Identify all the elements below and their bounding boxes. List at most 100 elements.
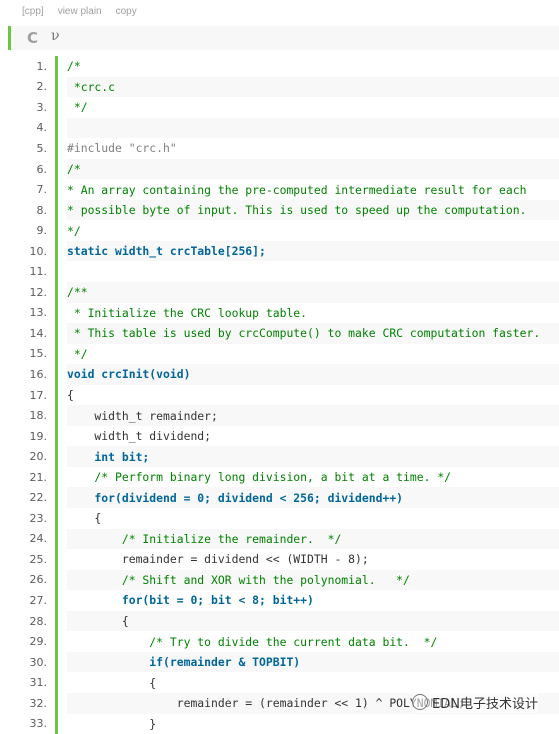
gutter-bar — [55, 56, 58, 77]
code-line: 5. #include "crc.h" — [0, 138, 559, 159]
code-line: 26. /* Shift and XOR with the polynomial… — [0, 570, 559, 591]
code-text: * This table is used by crcCompute() to … — [67, 323, 559, 344]
code-line: 6./* — [0, 159, 559, 180]
line-number: 11. — [0, 265, 47, 278]
code-line: 10. static width_t crcTable[256]; — [0, 241, 559, 262]
gutter-bar — [55, 570, 58, 591]
gutter-bar — [55, 426, 58, 447]
code-line: 19. width_t dividend; — [0, 426, 559, 447]
code-line: 33. } — [0, 714, 559, 734]
gutter-bar — [55, 323, 58, 344]
line-number: 8. — [0, 204, 47, 217]
line-number: 28. — [0, 615, 47, 628]
view-plain-link[interactable]: view plain — [58, 6, 102, 17]
code-line: 11. — [0, 261, 559, 282]
gutter-bar — [55, 118, 58, 139]
code-line: 12. /** — [0, 282, 559, 303]
code-text: { — [67, 508, 559, 529]
code-line: 20. int bit; — [0, 446, 559, 467]
gutter-bar — [55, 159, 58, 180]
fork-icon[interactable]: ν — [51, 28, 60, 44]
gutter-bar — [55, 261, 58, 282]
gutter-bar — [55, 97, 58, 118]
code-text: /* Initialize the remainder. */ — [67, 529, 559, 550]
code-text: width_t remainder; — [67, 405, 559, 426]
code-text: { — [67, 385, 559, 406]
code-text — [67, 118, 559, 139]
gutter-bar — [55, 179, 58, 200]
code-text: width_t dividend; — [67, 426, 559, 447]
watermark-logo-icon — [412, 694, 428, 710]
gutter-bar — [55, 241, 58, 262]
code-text: } — [67, 714, 559, 734]
code-text: /** — [67, 282, 559, 303]
line-number: 20. — [0, 450, 47, 463]
code-text: { — [67, 672, 559, 693]
line-number: 22. — [0, 491, 47, 504]
line-number: 12. — [0, 286, 47, 299]
code-line: 13. * Initialize the CRC lookup table. — [0, 303, 559, 324]
code-text: * An array containing the pre-computed i… — [67, 179, 559, 200]
gutter-bar — [55, 508, 58, 529]
code-line: 22. for(dividend = 0; dividend < 256; di… — [0, 487, 559, 508]
line-number: 15. — [0, 347, 47, 360]
language-tag: [cpp] — [22, 6, 44, 17]
gutter-bar — [55, 487, 58, 508]
line-number: 14. — [0, 327, 47, 340]
code-line: 30. if(remainder & TOPBIT) — [0, 652, 559, 673]
code-line: 2. *crc.c — [0, 77, 559, 98]
code-line: 4. — [0, 118, 559, 139]
line-number: 27. — [0, 594, 47, 607]
code-text: { — [67, 611, 559, 632]
code-text: */ — [67, 97, 559, 118]
code-line: 31. { — [0, 672, 559, 693]
line-number: 21. — [0, 471, 47, 484]
code-text — [67, 261, 559, 282]
line-number: 4. — [0, 121, 47, 134]
line-number: 10. — [0, 245, 47, 258]
watermark-text: EDN电子技术设计 — [432, 693, 538, 712]
gutter-bar — [55, 467, 58, 488]
gutter-bar — [55, 611, 58, 632]
gutter-bar — [55, 693, 58, 714]
gutter-bar — [55, 446, 58, 467]
code-text: if(remainder & TOPBIT) — [67, 652, 559, 673]
code-toolbar: [cpp] view plain copy C ν — [0, 0, 559, 52]
gutter-bar — [55, 303, 58, 324]
gutter-bar — [55, 385, 58, 406]
code-text: void crcInit(void) — [67, 364, 559, 385]
code-line: 7. * An array containing the pre-computed… — [0, 179, 559, 200]
code-line: 27. for(bit = 0; bit < 8; bit++) — [0, 590, 559, 611]
line-number: 32. — [0, 697, 47, 710]
gutter-bar — [55, 364, 58, 385]
line-number: 29. — [0, 635, 47, 648]
code-text: static width_t crcTable[256]; — [67, 241, 559, 262]
code-text: /* — [67, 56, 559, 77]
toolbar-links: [cpp] view plain copy — [22, 4, 137, 18]
line-number: 7. — [0, 183, 47, 196]
code-c-icon[interactable]: C — [27, 29, 38, 47]
code-text: */ — [67, 220, 559, 241]
line-number: 31. — [0, 676, 47, 689]
gutter-bar — [55, 344, 58, 365]
copy-link[interactable]: copy — [116, 6, 137, 17]
line-number: 2. — [0, 80, 47, 93]
line-number: 5. — [0, 142, 47, 155]
code-text: * Initialize the CRC lookup table. — [67, 303, 559, 324]
gutter-bar — [55, 138, 58, 159]
gutter-bar — [55, 631, 58, 652]
code-line: 21. /* Perform binary long division, a b… — [0, 467, 559, 488]
line-number: 6. — [0, 163, 47, 176]
code-text: #include "crc.h" — [67, 138, 559, 159]
gutter-bar — [55, 590, 58, 611]
line-number: 26. — [0, 573, 47, 586]
gutter-bar — [55, 652, 58, 673]
line-number: 13. — [0, 306, 47, 319]
code-text: /* Perform binary long division, a bit a… — [67, 467, 559, 488]
code-line: 25. remainder = dividend << (WIDTH - 8); — [0, 549, 559, 570]
line-number: 9. — [0, 224, 47, 237]
code-line: 17.{ — [0, 385, 559, 406]
code-line: 15. */ — [0, 344, 559, 365]
line-number: 3. — [0, 101, 47, 114]
